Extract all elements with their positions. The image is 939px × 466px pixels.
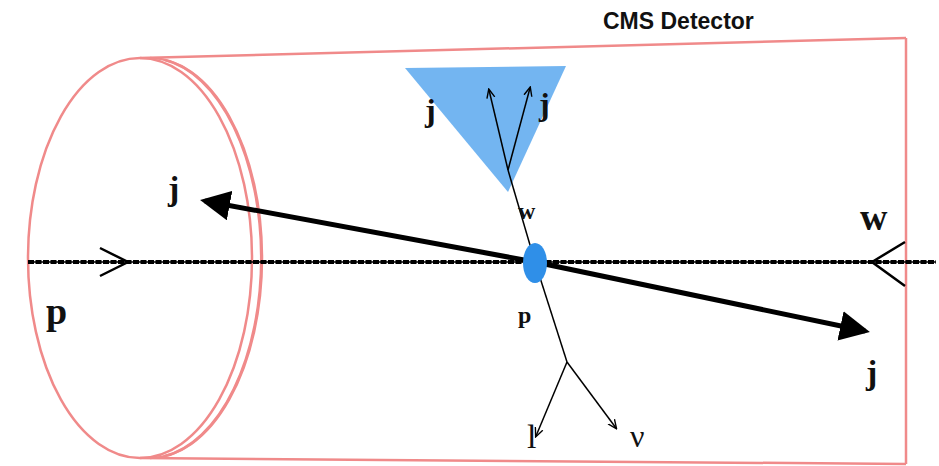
cylinder-outline (28, 38, 906, 464)
forward-jet-arrow (205, 201, 535, 262)
forward-jet-arrow (535, 262, 865, 331)
proton-label: p (46, 292, 67, 330)
lepton-label: l (527, 420, 536, 454)
jet-cone (405, 66, 566, 192)
jet-arrow (508, 88, 530, 170)
w-boson-label: p (518, 303, 531, 327)
beam-line (28, 260, 936, 264)
neutrino-label: ν (630, 420, 644, 452)
interaction-vertex (523, 243, 547, 283)
jet-label: j (866, 356, 877, 390)
lepton-arrow (536, 362, 567, 436)
proton-arrow (872, 242, 905, 286)
neutrino-arrow (567, 362, 616, 428)
jet-label: j (539, 88, 550, 120)
proton-label: w (860, 198, 887, 236)
jet-label: j (425, 94, 436, 126)
jet-arrow (489, 90, 508, 170)
proton-arrow (100, 248, 128, 276)
beam-line-core (28, 261, 936, 263)
detector-title: CMS Detector (603, 10, 754, 33)
w-boson-label: w (518, 199, 535, 223)
jet-label: j (168, 172, 179, 206)
